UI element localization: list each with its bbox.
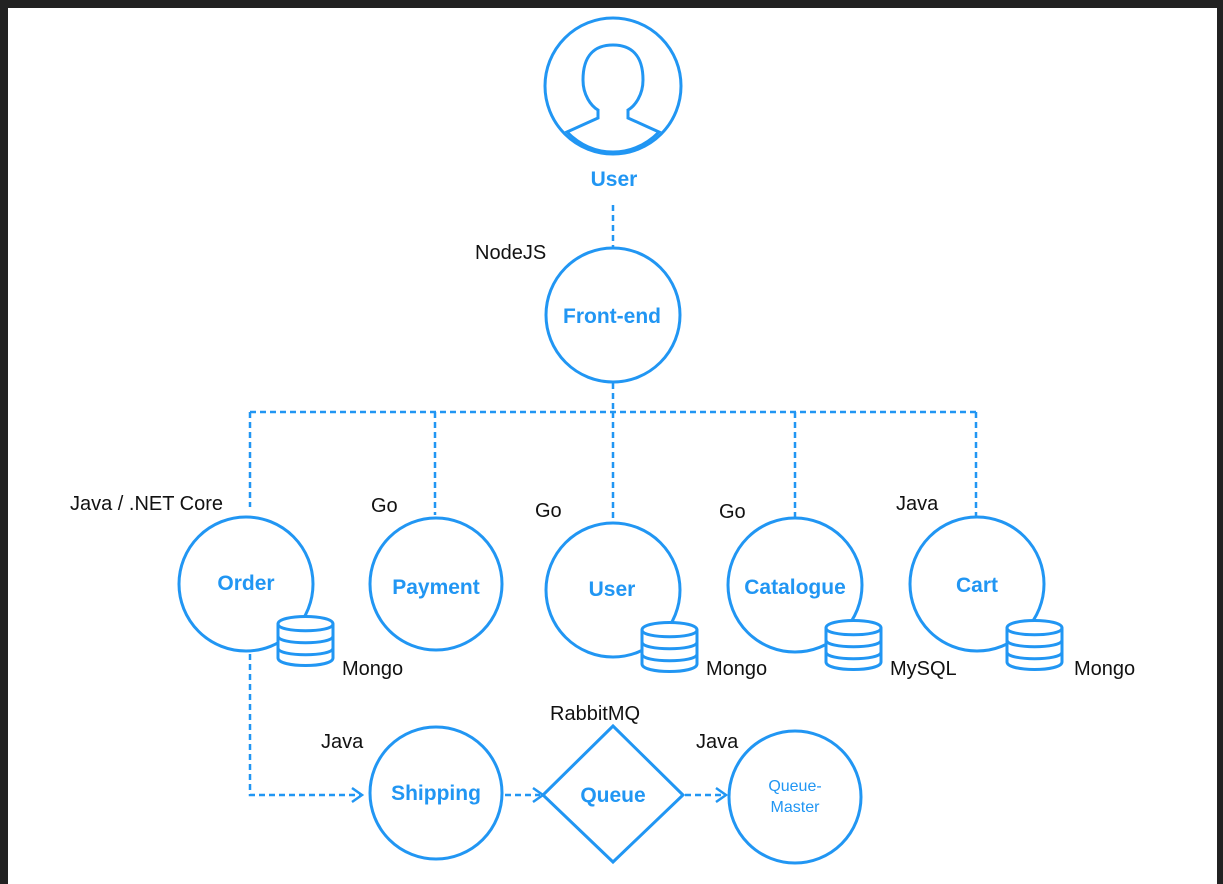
payment-node[interactable]: Payment Go [368, 495, 504, 652]
queue-label: Queue [580, 784, 645, 807]
shipping-node[interactable]: Shipping Java [321, 725, 504, 861]
cart-tech-label: Java [896, 493, 939, 515]
order-db-label: Mongo [342, 658, 403, 680]
frontend-circle [544, 246, 682, 384]
cart-node[interactable]: Cart Java Mongo [896, 493, 1135, 680]
user-service-node[interactable]: User Go Mongo [535, 500, 767, 680]
shipping-circle [368, 725, 504, 861]
shipping-label: Shipping [391, 782, 481, 805]
queue-master-node[interactable]: Queue- Master Java [696, 729, 863, 865]
order-to-shipping-arrowhead [351, 786, 365, 804]
queue-node[interactable]: Queue RabbitMQ [540, 703, 686, 865]
cart-label: Cart [956, 574, 998, 597]
payment-circle [368, 516, 504, 652]
cart-db-label: Mongo [1074, 658, 1135, 680]
user-service-label: User [589, 578, 636, 601]
order-to-shipping-link [248, 654, 360, 797]
queue-master-circle [727, 729, 863, 865]
catalogue-circle [726, 516, 864, 654]
frontend-node[interactable]: Front-end NodeJS [475, 242, 682, 384]
payment-tech-label: Go [371, 495, 398, 517]
queue-master-tech-label: Java [696, 731, 739, 753]
user-service-tech-label: Go [535, 500, 562, 522]
user-node-circle [543, 16, 683, 156]
frontend-tech-label: NodeJS [475, 242, 546, 264]
order-tech-label: Java / .NET Core [70, 493, 223, 515]
user-service-circle [544, 521, 682, 659]
order-database-icon [276, 615, 335, 667]
queue-tech-label: RabbitMQ [550, 703, 640, 725]
catalogue-db-label: MySQL [890, 658, 957, 680]
connectors [248, 205, 978, 804]
queue-to-queuemaster-arrowhead [715, 786, 729, 804]
cart-circle [908, 515, 1046, 653]
catalogue-tech-label: Go [719, 501, 746, 523]
user-service-database-icon [640, 621, 699, 673]
shipping-tech-label: Java [321, 731, 364, 753]
catalogue-node[interactable]: Catalogue Go MySQL [719, 501, 957, 680]
user-node-label: User [591, 168, 638, 191]
queue-master-label-line1: Queue- [768, 778, 821, 795]
order-circle [177, 515, 315, 653]
queue-master-label-line2: Master [771, 799, 821, 816]
order-label: Order [217, 572, 274, 595]
frame-right [1217, 0, 1223, 884]
queue-diamond [540, 723, 686, 865]
order-node[interactable]: Order Java / .NET Core Mongo [70, 493, 403, 680]
catalogue-database-icon [824, 619, 883, 671]
frame-top [0, 0, 1223, 8]
user-node[interactable]: User [543, 16, 683, 191]
frontend-label: Front-end [563, 305, 661, 328]
cart-database-icon [1005, 619, 1064, 671]
user-service-db-label: Mongo [706, 658, 767, 680]
payment-label: Payment [392, 576, 480, 599]
frame-left [0, 0, 8, 884]
user-silhouette-icon [564, 43, 662, 154]
catalogue-label: Catalogue [744, 576, 846, 599]
